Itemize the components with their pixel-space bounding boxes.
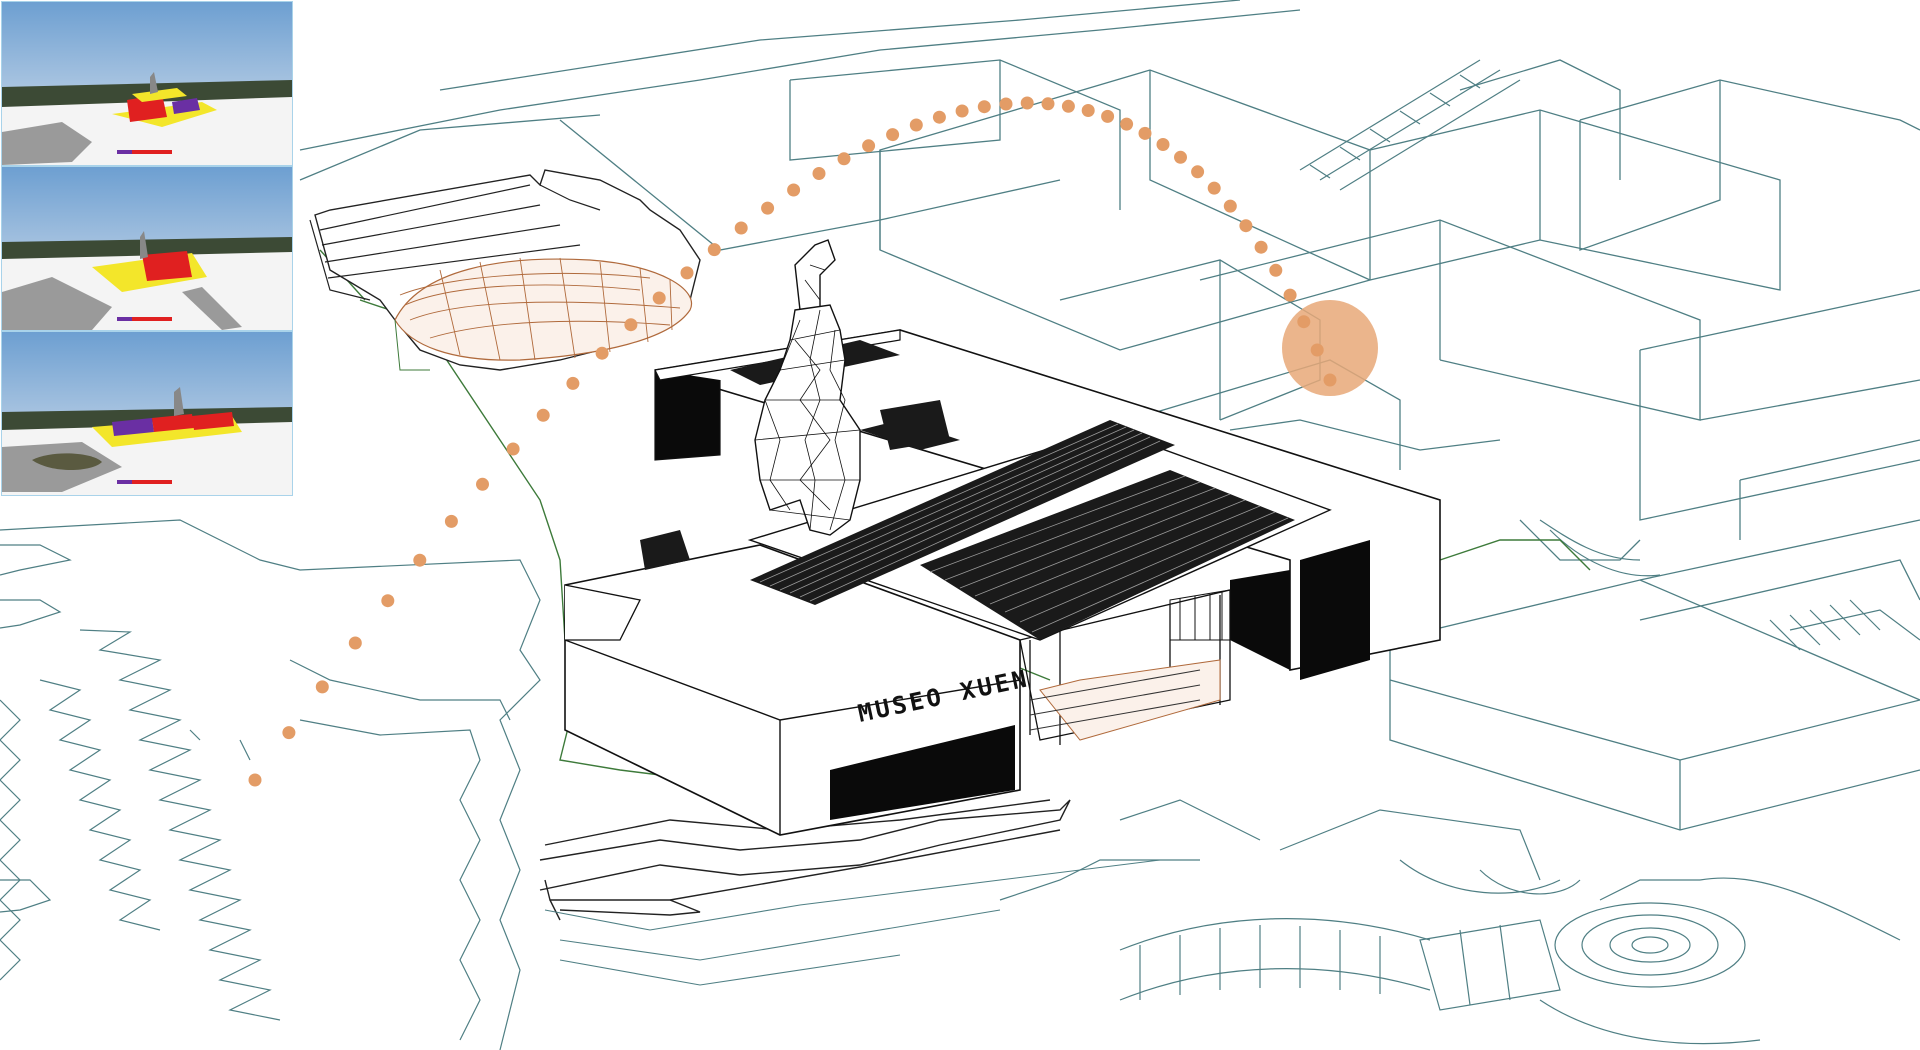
sun-path-dot bbox=[595, 346, 609, 360]
sun-path-dot bbox=[886, 128, 900, 142]
landscape-ramps-teal bbox=[544, 859, 1161, 986]
plaza-roundabout bbox=[999, 519, 1920, 1045]
amphitheatre bbox=[309, 169, 701, 371]
sun-path-dot bbox=[476, 477, 489, 491]
sun-path-dot bbox=[1138, 126, 1152, 140]
sun-path-dot bbox=[955, 104, 969, 118]
shadow-study-3 bbox=[1, 331, 293, 496]
sun-path-dot bbox=[1191, 165, 1205, 179]
sun-path-dot bbox=[680, 266, 694, 280]
sun-path-dot bbox=[536, 408, 550, 422]
sun-path-dot bbox=[315, 680, 329, 694]
sun-path-dot bbox=[707, 243, 721, 257]
sun-path-dot bbox=[248, 773, 262, 787]
sun-path-dot bbox=[1101, 109, 1115, 123]
sun-path-dot bbox=[1174, 150, 1187, 164]
sun-path-dot bbox=[761, 201, 775, 215]
sun-path-dot bbox=[1156, 138, 1170, 151]
sun-path-dot bbox=[624, 318, 638, 332]
sun-path-over bbox=[1283, 288, 1337, 387]
bridge-structure bbox=[1299, 59, 1521, 191]
sun-path-dot bbox=[999, 97, 1013, 111]
striped-roof bbox=[640, 340, 1295, 640]
sun-path-dot bbox=[837, 152, 851, 166]
sun-path bbox=[248, 96, 1283, 787]
sun-path-dot bbox=[1269, 263, 1283, 277]
sun-path-dot bbox=[1297, 315, 1311, 329]
sun-path-dot bbox=[812, 167, 826, 180]
museum-building[interactable]: MUSEO XUEN bbox=[564, 329, 1441, 836]
sun-path-dot bbox=[932, 110, 946, 124]
left-terrain-contours bbox=[0, 519, 541, 1050]
shadow-study-1 bbox=[1, 1, 293, 166]
sun-path-dot bbox=[787, 183, 801, 197]
sun-path-dot bbox=[506, 442, 520, 456]
sun-path-dot bbox=[1223, 199, 1237, 213]
sun-path-dot bbox=[1254, 240, 1268, 254]
sculpture bbox=[754, 239, 861, 536]
sun-path-dot bbox=[381, 594, 395, 608]
sun-path-dot bbox=[348, 636, 362, 650]
sun-path-dot bbox=[734, 221, 748, 235]
context-buildings bbox=[299, 0, 1920, 831]
sun-path-dot bbox=[1310, 343, 1324, 357]
sun-path-dot bbox=[1061, 99, 1075, 113]
shadow-study-2 bbox=[1, 166, 293, 331]
sun-path-dot bbox=[977, 100, 991, 114]
sun-path-dot bbox=[1081, 104, 1095, 117]
sun-path-dot bbox=[444, 514, 458, 528]
sun-path-dot bbox=[1041, 97, 1055, 111]
sun-path-dot bbox=[282, 726, 296, 740]
sun-path-dot bbox=[1207, 181, 1221, 195]
sun-path-dot bbox=[652, 291, 666, 305]
sun-path-dot bbox=[566, 376, 580, 390]
sun-path-dot bbox=[909, 118, 923, 132]
sun-path-dot bbox=[1239, 219, 1253, 233]
sun-path-dot bbox=[413, 553, 427, 567]
sun-path-dot bbox=[1283, 288, 1297, 302]
sun-path-dot bbox=[1323, 373, 1337, 387]
sun-path-dot bbox=[1020, 96, 1034, 110]
sun-path-dot bbox=[1120, 117, 1134, 131]
sun-path-dot bbox=[862, 139, 876, 153]
